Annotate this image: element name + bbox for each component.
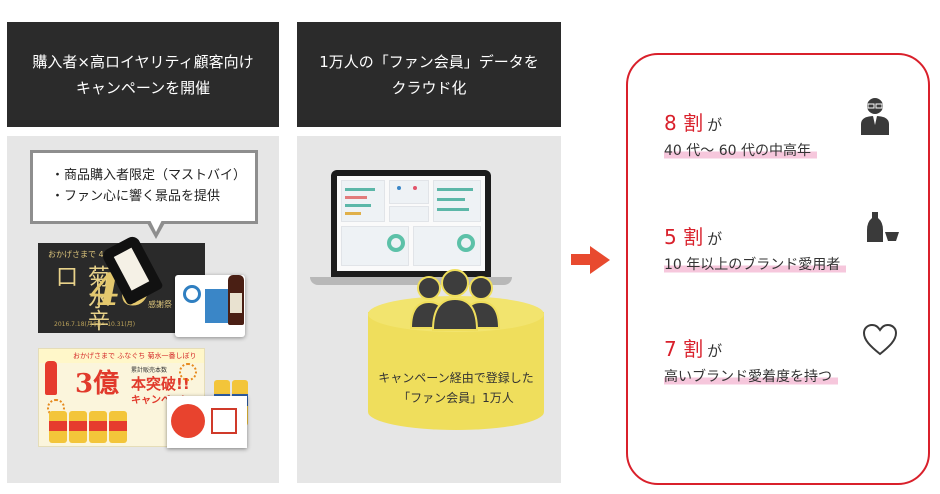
widget-bar (345, 212, 361, 215)
users-group-icon (409, 269, 501, 331)
promo1-title: 感謝祭 (148, 300, 172, 309)
sake-icon (867, 212, 899, 242)
data-header-line2: クラウド化 (391, 78, 467, 97)
stat-description: 10 年以上のブランド愛用者 (664, 254, 847, 274)
tag-hole (183, 285, 201, 303)
dashboard-widget (389, 206, 429, 222)
prize-sticker-image (167, 396, 247, 448)
promo2-campaign: キャンペーン (131, 395, 191, 406)
laptop-base (310, 277, 512, 285)
laptop-dashboard-image (331, 170, 491, 277)
widget-dot (397, 186, 401, 190)
dashboard-widget (433, 180, 481, 222)
campaign-header-line1: 購入者×高ロイヤリティ顧客向け (32, 52, 254, 71)
bubble-line1: ・商品購入者限定（マストバイ） (51, 168, 247, 183)
stat-suffix: が (707, 230, 723, 248)
stat-headline: 7 割が (664, 333, 838, 362)
dashboard-widget (341, 180, 385, 222)
data-header-line1: 1万人の「ファン会員」データを (319, 52, 539, 71)
can-image (69, 411, 87, 443)
sticker-circle (171, 404, 205, 438)
promo2-toppa: 本突破!! (131, 375, 190, 393)
widget-bar (437, 198, 465, 201)
promo1-tagline: おかげさまで 40周年 (48, 250, 125, 259)
promo1-brand: 菊水辛口 (52, 265, 109, 331)
stat-headline: 5 割が (664, 221, 846, 250)
promo1-dates: 2016.7.18(月祝)～10.31(月) (54, 321, 136, 328)
dashboard-screen (337, 176, 485, 271)
promo2-topbar (39, 349, 204, 363)
cylinder-text: キャンペーン経由で登録した 「ファン会員」1万人 (368, 368, 544, 408)
stat-description: 40 代～ 60 代の中高年 (664, 140, 817, 160)
bottle-label (113, 247, 150, 291)
stat-number: 5 割 (664, 225, 704, 249)
small-bottle-image (228, 275, 244, 325)
stat-item: 8 割が 40 代～ 60 代の中高年 (664, 107, 817, 160)
sticker-qr (211, 408, 237, 434)
cylinder-text-line2: 「ファン会員」1万人 (398, 391, 514, 405)
widget-dot (413, 186, 417, 190)
arrow-right-icon (571, 254, 593, 265)
stat-number: 7 割 (664, 337, 704, 361)
bubble-line2: ・ファン心に響く景品を提供 (51, 189, 221, 204)
can-image (89, 411, 107, 443)
stat-suffix: が (707, 342, 723, 360)
promo2-cans (49, 411, 139, 443)
firework-icon (179, 363, 197, 381)
widget-bar (437, 188, 473, 191)
stat-item: 5 割が 10 年以上のブランド愛用者 (664, 221, 847, 274)
person-icon (861, 98, 889, 135)
widget-bar (437, 208, 469, 211)
stats-panel: 8 割が 40 代～ 60 代の中高年 5 割が 10 年以上のブランド愛用者 … (626, 53, 930, 485)
stat-item: 7 割が 高いブランド愛着度を持つ (664, 333, 838, 386)
small-bottle-label (230, 293, 242, 313)
data-header: 1万人の「ファン会員」データを クラウド化 (297, 22, 561, 127)
widget-ring (387, 234, 405, 252)
stat-description: 高いブランド愛着度を持つ (664, 366, 838, 386)
widget-bar (345, 188, 375, 191)
promo2-sub: 累計販売本数 (131, 367, 168, 374)
stat-suffix: が (707, 116, 723, 134)
arrow-head (590, 246, 610, 274)
campaign-header-line2: キャンペーンを開催 (75, 78, 211, 97)
speech-bubble: ・商品購入者限定（マストバイ） ・ファン心に響く景品を提供 (30, 150, 258, 224)
bubble-tail-inner (150, 220, 162, 232)
heart-icon (862, 323, 898, 356)
campaign-header: 購入者×高ロイヤリティ顧客向け キャンペーンを開催 (7, 22, 279, 127)
dashboard-widget (389, 180, 429, 204)
cylinder-text-line1: キャンペーン経由で登録した (378, 371, 534, 385)
can-image (49, 411, 67, 443)
promo2-big: 3億 (75, 369, 120, 399)
stat-headline: 8 割が (664, 107, 817, 136)
widget-bar (345, 196, 367, 199)
can-image (109, 411, 127, 443)
widget-ring (457, 234, 475, 252)
promo2-bottle (45, 361, 57, 395)
widget-bar (345, 204, 371, 207)
stat-number: 8 割 (664, 111, 704, 135)
promo2-tagline: おかげさまで ふなぐち 菊水一番しぼり (73, 352, 197, 360)
